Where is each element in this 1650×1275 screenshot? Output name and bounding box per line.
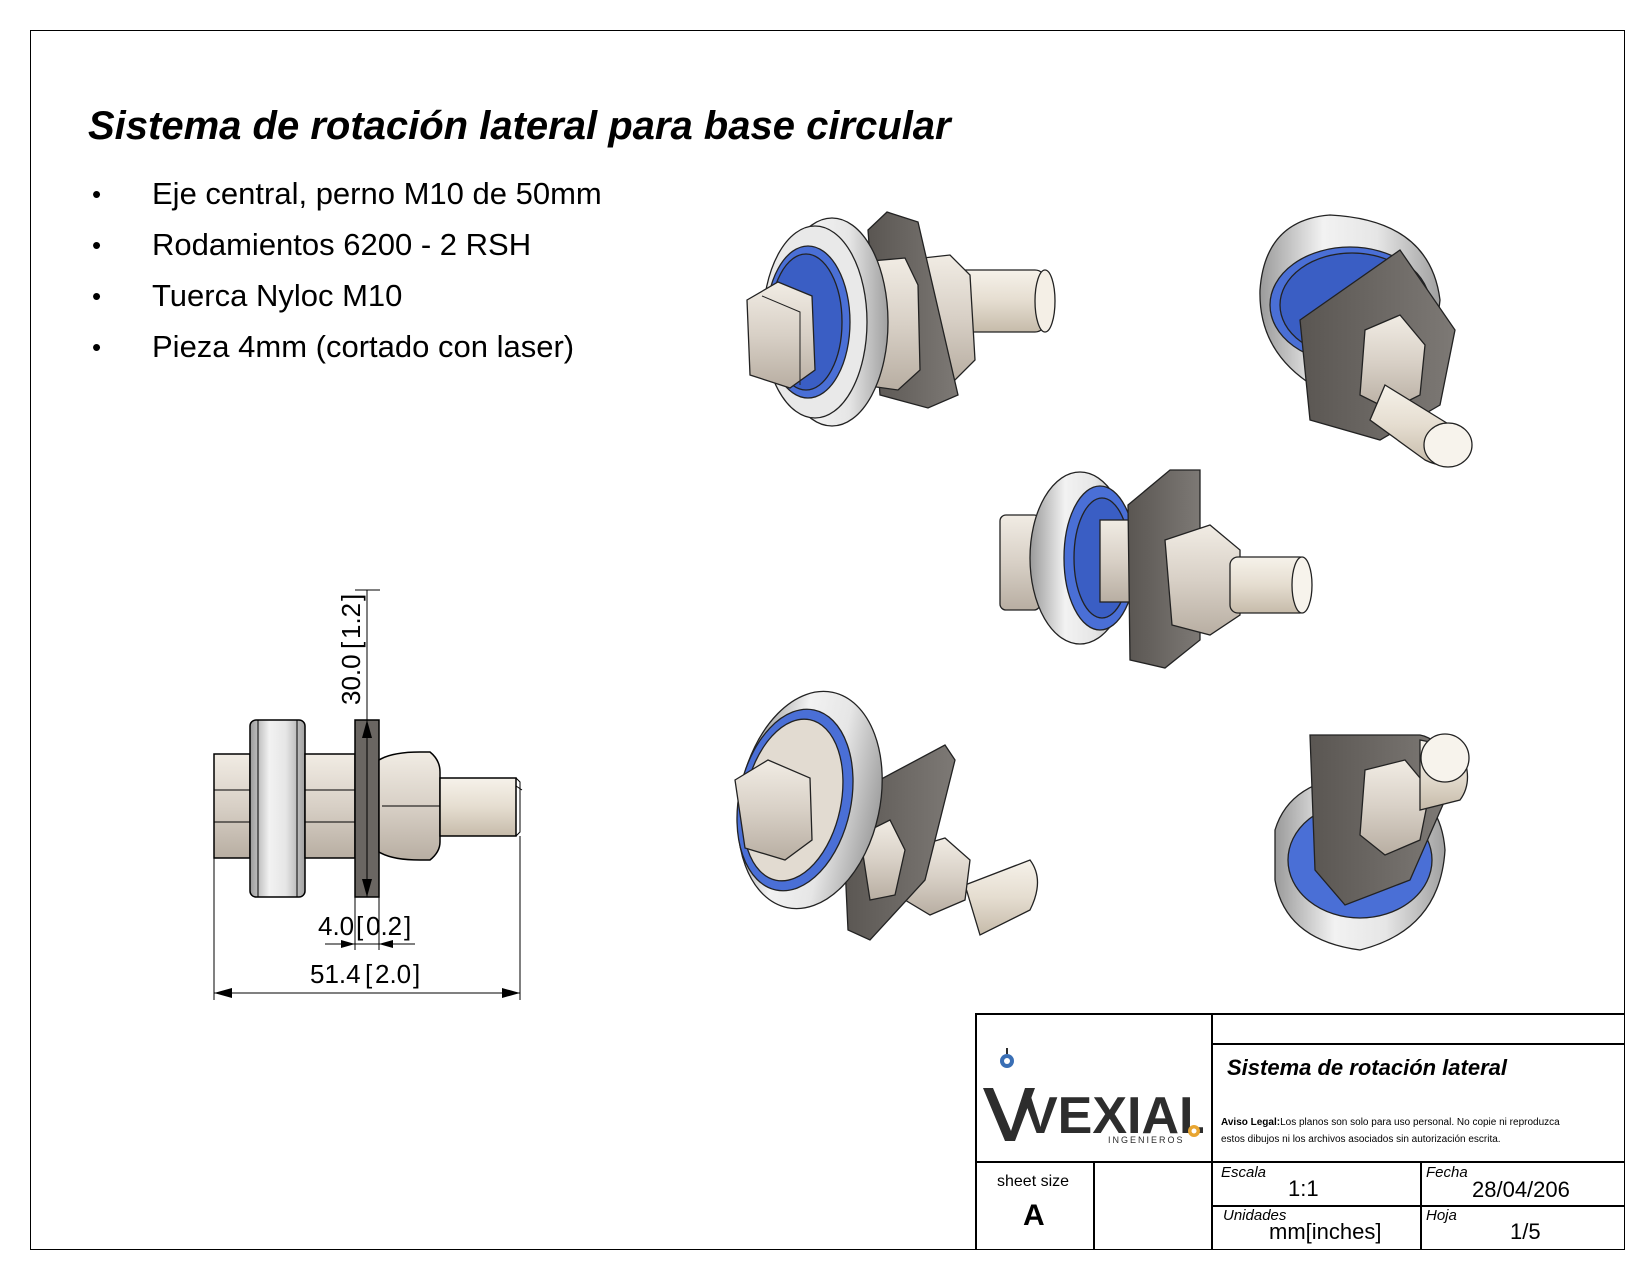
dim-bracket-open: [ (365, 959, 373, 989)
iso-view-1 (746, 211, 1056, 427)
page-title: Sistema de rotación lateral para base ci… (88, 104, 951, 148)
legal-line-1: Aviso Legal:Los planos son solo para uso… (1221, 1117, 1560, 1128)
iso-view-2 (1259, 214, 1473, 468)
shaft-side (439, 777, 517, 837)
dim-length-alt: 2.0 (375, 959, 411, 989)
legal-text-2: estos dibujos ni los archivos asociados … (1221, 1134, 1501, 1145)
dim-bracket-open: [ (356, 911, 364, 941)
bullet-glyph: • (92, 332, 102, 362)
dim-thickness-main: 4.0 (318, 911, 354, 941)
spec-item-text: Eje central, perno M10 de 50mm (152, 176, 602, 211)
spec-item: • Rodamientos 6200 - 2 RSH (92, 225, 602, 276)
gear-icon (1188, 1125, 1200, 1137)
drawing-frame (30, 30, 1625, 1250)
title-block: VEXIAL INGENIEROS Sistema de rotación la… (975, 1013, 1625, 1250)
logo-wordmark: VEXIAL (1023, 1087, 1203, 1145)
spec-item: • Eje central, perno M10 de 50mm (92, 174, 602, 225)
iso-view-4 (734, 690, 1039, 941)
units-label: Unidades (1223, 1207, 1287, 1224)
spec-item-text: Tuerca Nyloc M10 (152, 278, 403, 313)
spec-item-text: Pieza 4mm (cortado con laser) (152, 329, 575, 364)
dim-bracket-close: ] (404, 911, 411, 941)
spec-item-text: Rodamientos 6200 - 2 RSH (152, 227, 532, 262)
side-view (213, 589, 523, 1000)
bolt-head (213, 753, 251, 859)
dim-height-alt: 1.2 (336, 603, 366, 639)
date-value: 28/04/206 (1472, 1177, 1570, 1202)
units-value: mm[inches] (1269, 1219, 1382, 1244)
spec-item: • Pieza 4mm (cortado con laser) (92, 327, 602, 378)
dim-bracket-close: ] (413, 959, 420, 989)
dim-length-main: 51.4 (310, 959, 361, 989)
spec-list: • Eje central, perno M10 de 50mm • Rodamie… (92, 174, 602, 378)
drawing-title: Sistema de rotación lateral (1227, 1055, 1507, 1080)
iso-view-3 (999, 469, 1313, 669)
legal-label: Aviso Legal: (1221, 1117, 1281, 1128)
iso-view-5 (1274, 733, 1470, 951)
spec-item: • Tuerca Nyloc M10 (92, 276, 602, 327)
dim-bracket-close: ] (336, 594, 366, 601)
spacer-nut (304, 753, 356, 859)
logo-subtext: INGENIEROS (1108, 1135, 1185, 1145)
dimension-height: 30.0 [ 1.2 ] (336, 594, 366, 705)
compass-icon (1000, 1048, 1014, 1068)
scale-value: 1:1 (1288, 1176, 1319, 1201)
bullet-glyph: • (92, 230, 102, 260)
sheet-size-value: A (1023, 1199, 1045, 1232)
dim-height-main: 30.0 (336, 654, 366, 705)
legal-text-1: Los planos son solo para uso personal. N… (1280, 1117, 1560, 1128)
date-label: Fecha (1426, 1164, 1468, 1181)
scale-label: Escala (1221, 1164, 1267, 1181)
dimension-length: 51.4 [ 2.0 ] (310, 959, 420, 989)
dimension-thickness: 4.0 [ 0.2 ] (318, 911, 411, 941)
dim-thickness-alt: 0.2 (366, 911, 402, 941)
bullet-glyph: • (92, 179, 102, 209)
sheet-label: Hoja (1426, 1207, 1457, 1224)
sheet-size-label: sheet size (997, 1173, 1070, 1190)
logo-v-mark (983, 1088, 1035, 1141)
sheet-value: 1/5 (1510, 1219, 1541, 1244)
company-logo: VEXIAL INGENIEROS (983, 1048, 1203, 1145)
bullet-glyph: • (92, 281, 102, 311)
dim-bracket-open: [ (336, 641, 366, 649)
